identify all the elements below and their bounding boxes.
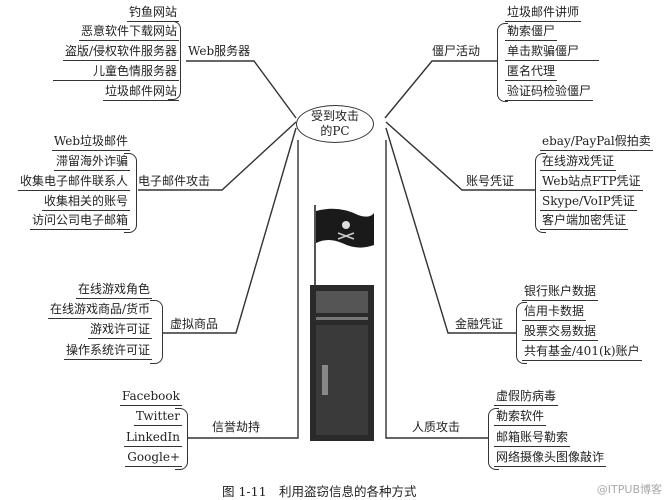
branch-financial-credentials: 金融凭证 xyxy=(455,317,504,331)
branch-reputation-hijack: 信誉劫持 xyxy=(212,420,261,434)
leaf-item: 盗版/侵权软件服务器 xyxy=(62,44,179,61)
leaf-item: 垃圾邮件讲师 xyxy=(505,5,582,22)
leaf-item: 银行账户数据 xyxy=(522,284,599,301)
leaf-item: 钓鱼网站 xyxy=(126,5,179,22)
leaf-item: 共有基金/401(k)账户 xyxy=(522,344,642,361)
branch-web-servers: Web服务器 xyxy=(188,44,251,58)
center-line2: 的PC xyxy=(320,124,350,138)
leaf-item: 信用卡数据 xyxy=(522,304,587,321)
leaf-item: 滞留海外诈骗 xyxy=(53,154,130,171)
leaf-item: 在线游戏角色 xyxy=(75,282,152,299)
figure-caption: 图 1-11 利用盗窃信息的各种方式 xyxy=(222,484,417,499)
leaf-item: 收集相关的账号 xyxy=(41,194,130,211)
leaf-item: 收集电子邮件联系人 xyxy=(17,174,130,191)
leaf-item: Web垃圾邮件 xyxy=(51,134,130,151)
bracket xyxy=(535,153,546,233)
leaf-item: 操作系统许可证 xyxy=(63,343,152,360)
central-node-attacked-pc: 受到攻击 的PC xyxy=(296,105,374,143)
leaf-item: 勒索僵尸 xyxy=(505,24,558,41)
leaf-item: LinkedIn xyxy=(123,430,182,447)
leaf-item: 访问公司电子邮箱 xyxy=(29,213,130,230)
branch-account-credentials: 账号凭证 xyxy=(466,174,515,188)
leaf-item: 邮箱账号勒索 xyxy=(494,430,571,447)
leaf-item: Google+ xyxy=(125,450,182,467)
leaf-item: 单击欺骗僵尸 xyxy=(505,44,600,61)
pirate-flag-pc-image xyxy=(308,205,376,441)
center-line1: 受到攻击 xyxy=(310,109,359,123)
leaf-item: ebay/PayPal假拍卖 xyxy=(540,134,653,151)
leaf-item: 儿童色情服务器 xyxy=(52,64,179,81)
leaf-item: 勒索软件 xyxy=(494,409,547,426)
leaf-item: 在线游戏商品/货币 xyxy=(47,302,152,319)
leaf-item: 垃圾邮件网站 xyxy=(102,84,179,101)
bracket xyxy=(516,302,527,364)
leaf-item: 网络摄像头图像敲诈 xyxy=(494,450,607,467)
leaf-item: Skype/VoIP凭证 xyxy=(540,194,637,211)
leaf-item: 恶意软件下载网站 xyxy=(78,24,179,41)
leaf-item: 虚假防病毒 xyxy=(494,389,559,406)
bracket xyxy=(488,408,499,470)
leaf-item: 在线游戏凭证 xyxy=(540,154,617,171)
branch-email-attacks: 电子邮件攻击 xyxy=(138,174,211,188)
branch-virtual-goods: 虚拟商品 xyxy=(170,317,219,331)
branch-botnet-activity: 僵尸活动 xyxy=(432,44,481,58)
bracket xyxy=(124,153,137,233)
watermark: @ITPUB博客 xyxy=(596,483,662,496)
leaf-item: 游戏许可证 xyxy=(87,322,152,339)
branch-hostage-attacks: 人质攻击 xyxy=(412,420,461,434)
bracket xyxy=(497,23,508,102)
leaf-item: Web站点FTP凭证 xyxy=(540,174,643,191)
leaf-item: Facebook xyxy=(120,389,182,406)
leaf-item: 匿名代理 xyxy=(505,64,558,81)
leaf-item: Twitter xyxy=(133,409,182,426)
leaf-item: 验证码检验僵尸 xyxy=(505,84,594,101)
bracket xyxy=(150,300,163,364)
leaf-item: 股票交易数据 xyxy=(522,324,599,341)
leaf-item: 客户端加密凭证 xyxy=(540,213,629,230)
bracket xyxy=(175,408,188,470)
